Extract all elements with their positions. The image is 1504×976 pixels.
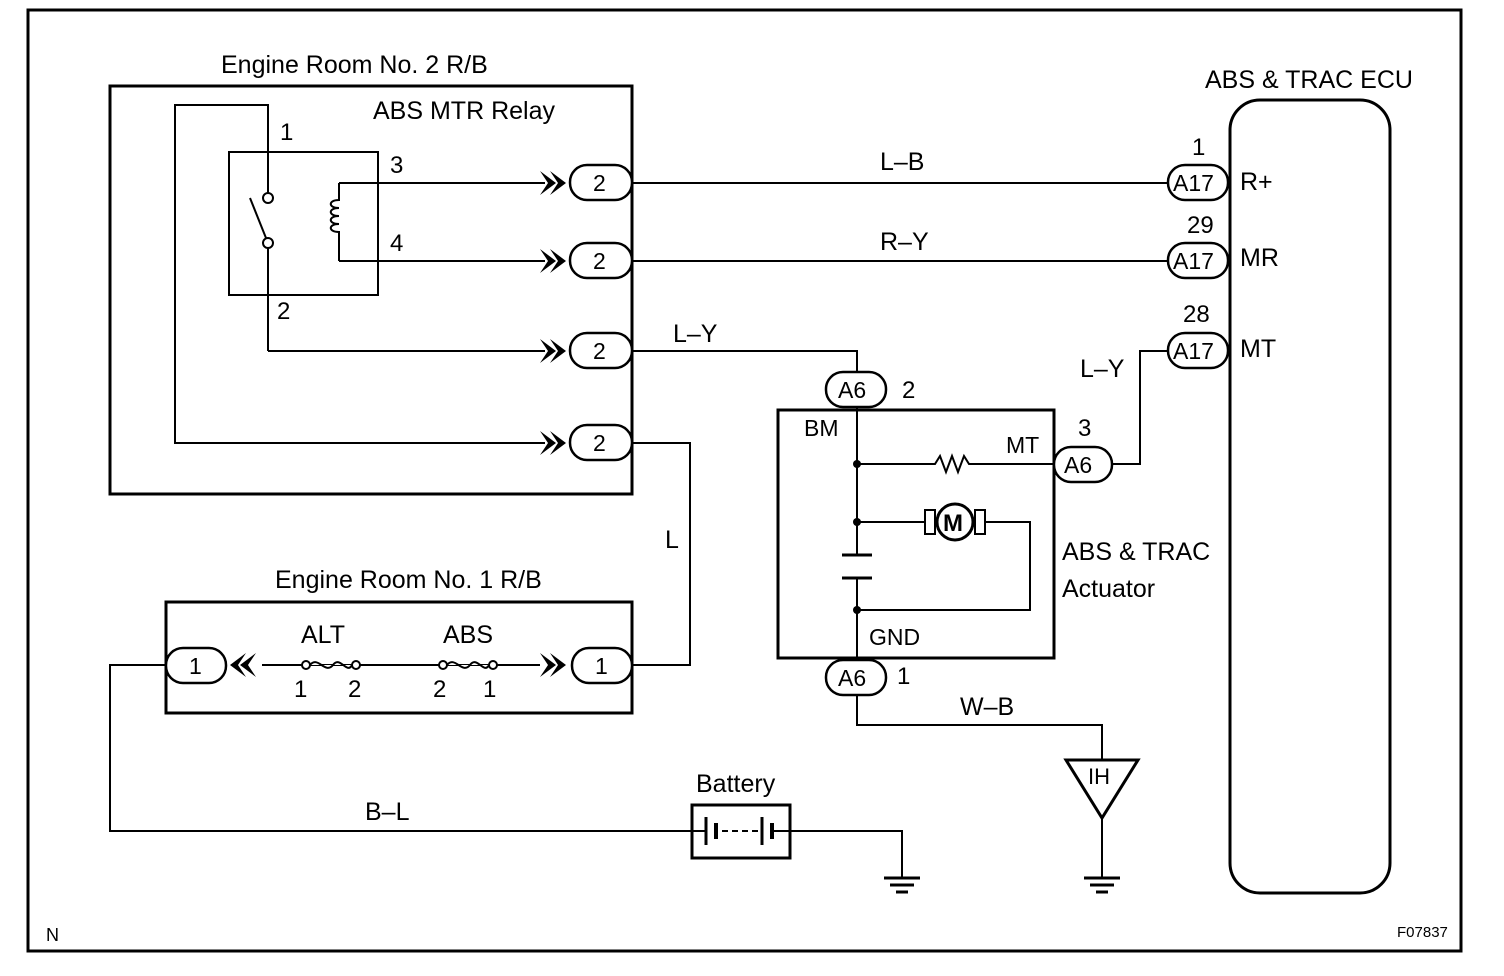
wire-label-bl: B–L — [365, 798, 410, 826]
wire-label-lb: L–B — [880, 148, 924, 176]
connector-a17-mt: A17 — [1166, 331, 1230, 370]
wire-label-l: L — [665, 526, 679, 554]
svg-text:IH: IH — [1088, 764, 1110, 789]
a6-bottom-pin: 1 — [897, 663, 910, 690]
actuator-terminal-bm: BM — [804, 415, 839, 441]
svg-text:2: 2 — [593, 338, 606, 364]
actuator-label-1: ABS & TRAC — [1062, 538, 1210, 566]
connector-1-left: 1 — [164, 646, 228, 685]
motor-icon: M — [924, 502, 986, 542]
svg-text:M: M — [943, 510, 963, 537]
engine-room-no1-box — [164, 600, 634, 715]
wire-label-ly-relay: L–Y — [673, 320, 718, 348]
relay-box — [228, 151, 379, 296]
svg-text:A6: A6 — [1064, 452, 1092, 478]
engine-room-no2-box — [108, 84, 634, 496]
wire-label-ry: R–Y — [880, 228, 929, 256]
ground-icon — [884, 876, 920, 894]
abs-mtr-relay-label: ABS MTR Relay — [373, 97, 555, 125]
fuse-abs-pin1: 1 — [483, 676, 496, 703]
connector-2-b: 2 — [568, 241, 634, 280]
fuse-alt-pin1: 1 — [294, 676, 307, 703]
svg-text:1: 1 — [595, 653, 608, 679]
svg-text:2: 2 — [593, 170, 606, 196]
fuse-abs-label: ABS — [443, 621, 493, 649]
corner-label-left: N — [46, 925, 59, 945]
fuse-alt-pin2: 2 — [348, 676, 361, 703]
a6-top-pin: 2 — [902, 377, 915, 404]
relay-pin-1: 1 — [280, 119, 293, 146]
a6-right-pin: 3 — [1078, 415, 1091, 442]
svg-text:A6: A6 — [838, 665, 866, 691]
fuse-abs-pin2: 2 — [433, 676, 446, 703]
ecu-box — [1228, 98, 1392, 895]
relay-pin-2: 2 — [277, 298, 290, 325]
fuse-alt-label: ALT — [301, 621, 345, 649]
actuator-terminal-mt: MT — [1006, 432, 1039, 458]
connector-a17-mr: A17 — [1166, 241, 1230, 280]
actuator-box — [776, 408, 1056, 660]
a17-r-pin: 1 — [1192, 134, 1205, 161]
actuator-terminal-gnd: GND — [869, 624, 920, 650]
a17-mt-pin: 28 — [1183, 301, 1210, 328]
ecu-terminal-mr: MR — [1240, 244, 1279, 272]
relay-switch-icon — [249, 118, 274, 351]
connector-2-a: 2 — [568, 163, 634, 202]
svg-text:A17: A17 — [1173, 170, 1214, 196]
ecu-title: ABS & TRAC ECU — [1205, 66, 1413, 94]
connector-a6-bottom: A6 — [824, 658, 888, 697]
connector-1-right: 1 — [570, 646, 634, 685]
connector-a6-right: A6 — [1052, 445, 1114, 484]
svg-text:1: 1 — [189, 653, 202, 679]
connector-a17-r: A17 — [1166, 163, 1230, 202]
wire-label-wb: W–B — [960, 693, 1014, 721]
connector-a6-top: A6 — [824, 370, 888, 409]
engine-room-no1-title: Engine Room No. 1 R/B — [275, 566, 542, 594]
connector-2-d: 2 — [568, 423, 634, 462]
svg-text:A6: A6 — [838, 377, 866, 403]
svg-text:A17: A17 — [1173, 338, 1214, 364]
actuator-label-2: Actuator — [1062, 575, 1155, 603]
figure-code: F07837 — [1397, 924, 1448, 941]
relay-coil-icon — [329, 183, 340, 261]
connector-2-c: 2 — [568, 331, 634, 370]
ecu-terminal-r-plus: R+ — [1240, 168, 1273, 196]
ecu-terminal-mt: MT — [1240, 335, 1276, 363]
relay-pin-4: 4 — [390, 230, 403, 257]
wire-label-ly-ecu: L–Y — [1080, 355, 1125, 383]
relay-pin-3: 3 — [390, 152, 403, 179]
svg-text:2: 2 — [593, 430, 606, 456]
svg-text:2: 2 — [593, 248, 606, 274]
fuse-abs-icon — [438, 660, 498, 670]
battery-label: Battery — [696, 770, 776, 798]
resistor-icon — [857, 453, 1054, 475]
a17-mr-pin: 29 — [1187, 212, 1214, 239]
svg-text:A17: A17 — [1173, 248, 1214, 274]
engine-room-no2-title: Engine Room No. 2 R/B — [221, 51, 488, 79]
battery-icon — [690, 803, 792, 860]
outer-frame — [26, 8, 1463, 953]
ground-ih-icon: IH — [1063, 758, 1141, 894]
fuse-alt-icon — [301, 660, 361, 670]
